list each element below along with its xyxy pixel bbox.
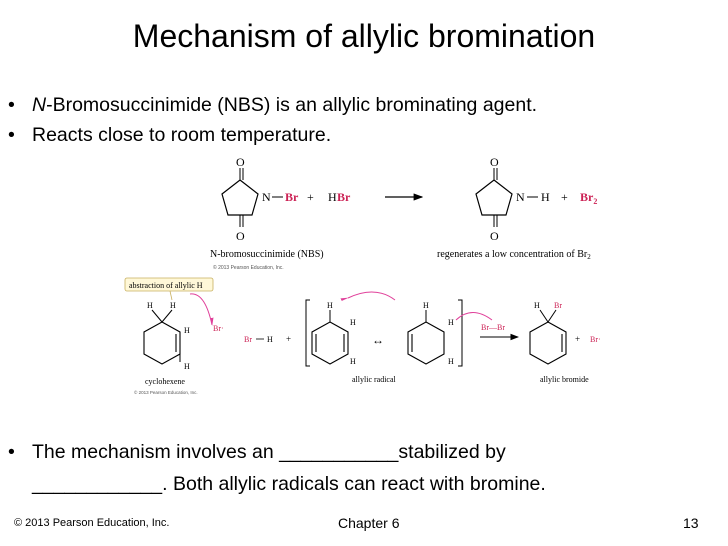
nbs-structure: O O N Br + H Br (221, 155, 351, 243)
hydrogen: H (350, 318, 356, 327)
hydrogen: H (541, 190, 550, 204)
oxygen-bottom: O (490, 229, 499, 243)
regenerates-caption: regenerates a low concentration of Br2 (437, 249, 591, 261)
allylic-radical-label: allylic radical (352, 375, 397, 384)
bullet-item: • N-Bromosuccinimide (NBS) is an allylic… (8, 90, 537, 120)
allylic-radical-structure-1: H H H (311, 301, 356, 366)
bullet-list: • N-Bromosuccinimide (NBS) is an allylic… (8, 90, 537, 150)
bullet-text-continued: ____________. Both allylic radicals can … (32, 473, 546, 495)
plus-sign: + (575, 334, 580, 344)
abstraction-label: abstraction of allylic H (129, 281, 203, 290)
fill-in-bullet: • The mechanism involves an ___________s… (8, 436, 546, 500)
hydrogen: H (184, 326, 190, 335)
nbs-caption: N-bromosuccinimide (NBS) (210, 249, 324, 260)
plus-sign: + (561, 190, 568, 204)
slide-title: Mechanism of allylic bromination (132, 18, 596, 54)
bracket-right (458, 299, 463, 367)
bromine-radical: Br· (213, 324, 224, 333)
hydrogen: H (448, 318, 454, 327)
resonance-curved-arrow (340, 291, 396, 302)
hydrogen: H (328, 190, 337, 204)
plus-sign: + (286, 334, 291, 344)
bullet-dot: • (8, 124, 15, 146)
hbr-bromine: Br (244, 335, 252, 344)
hydrogen: H (534, 301, 540, 310)
cyclohexene-structure: H H H H (143, 301, 190, 371)
hydrogen: H (423, 301, 429, 310)
hydrogen: H (184, 362, 190, 371)
allylic-bromide-structure: H Br (529, 301, 567, 365)
cyclohexene-label: cyclohexene (145, 377, 185, 386)
oxygen-top: O (490, 155, 499, 169)
bullet-text: N-Bromosuccinimide (NBS) is an allylic b… (32, 94, 538, 116)
hydrogen: H (147, 301, 153, 310)
bromine: Br (285, 190, 299, 204)
hydrogen: H (170, 301, 176, 310)
bullet-dot: • (8, 94, 15, 116)
oxygen-top: O (236, 155, 245, 169)
bullet-text: Reacts close to room temperature. (32, 124, 332, 146)
bracket-left (305, 299, 310, 367)
hydrogen: H (448, 357, 454, 366)
bullet-item: • Reacts close to room temperature. (8, 120, 537, 150)
bromine-radical: Br· (590, 335, 601, 344)
copyright-small: © 2013 Pearson Education, Inc. (134, 389, 198, 395)
oxygen-bottom: O (236, 229, 245, 243)
bromine: Br (554, 301, 562, 310)
resonance-arrow: ↔ (372, 333, 384, 347)
succinimide-structure: O O N H + Br2 (475, 155, 597, 243)
hydrogen: H (327, 301, 333, 310)
bullet-dot: • (8, 441, 15, 463)
bullet-text: The mechanism involves an ___________sta… (32, 441, 506, 463)
bromine: Br (337, 190, 351, 204)
curved-arrow (455, 312, 493, 321)
copyright-small: © 2013 Pearson Education, Inc. (213, 264, 284, 271)
hbr-hydrogen: H (267, 335, 273, 344)
hydrogen: H (350, 357, 356, 366)
bromine-molecule: Br—Br (481, 323, 505, 332)
footer-copyright: © 2013 Pearson Education, Inc. (14, 517, 170, 529)
allylic-bromide-label: allylic bromide (540, 375, 589, 384)
bromine-molecule: Br2 (580, 190, 597, 206)
plus-sign: + (307, 190, 314, 204)
page-number: 13 (683, 515, 699, 531)
footer-chapter: Chapter 6 (338, 515, 400, 531)
abstraction-label-box (124, 277, 214, 292)
nitrogen: N (516, 190, 525, 204)
nitrogen: N (262, 190, 271, 204)
curved-arrow (189, 293, 214, 326)
allylic-radical-structure-2: H H H (407, 301, 454, 366)
